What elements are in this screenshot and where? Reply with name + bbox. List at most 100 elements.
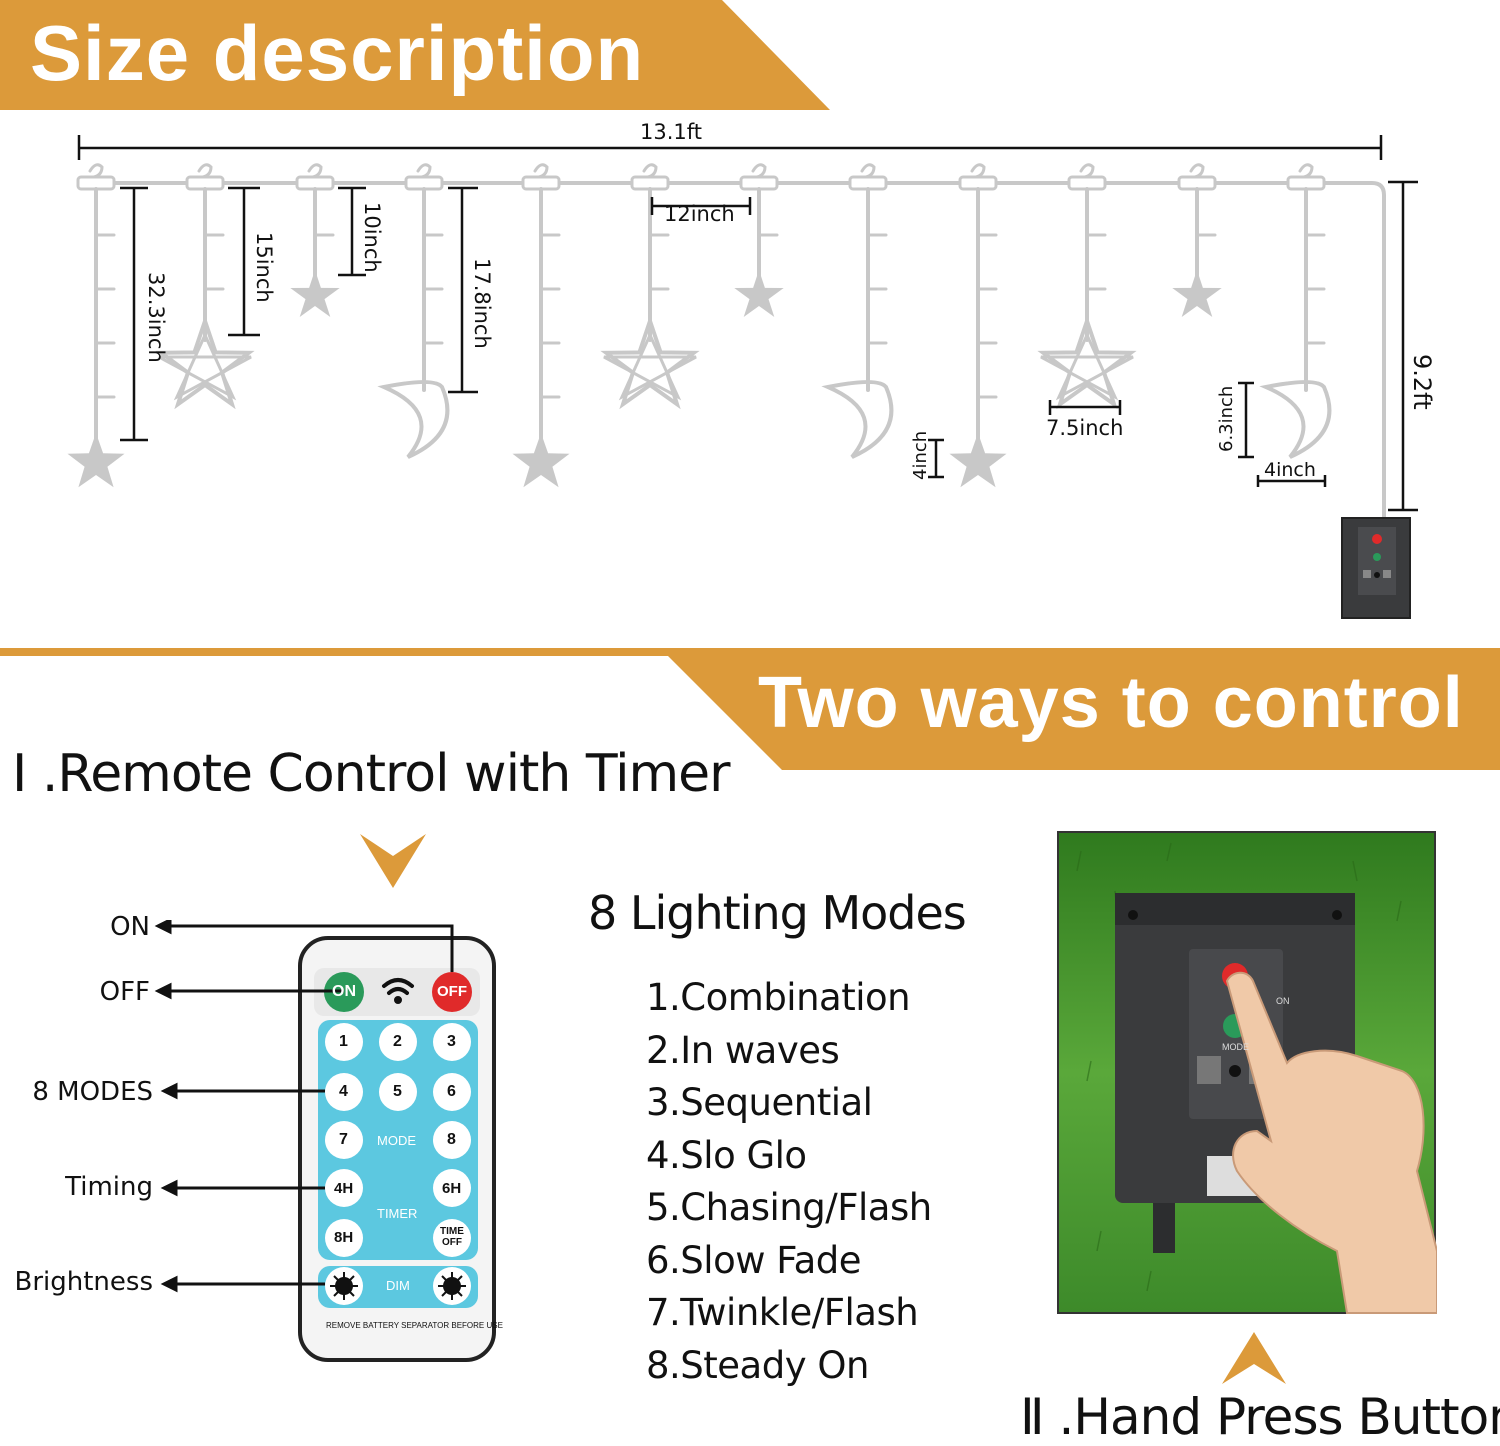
mode-item-7: 7.Twinkle/Flash — [646, 1291, 919, 1334]
curtain-light-diagram — [67, 135, 1418, 619]
hook-icon — [1189, 163, 1205, 179]
control-box — [1341, 517, 1411, 619]
small-star-dimension-line — [928, 438, 944, 479]
remote-key-5: 5 — [393, 1083, 402, 1100]
moon-icon — [377, 380, 450, 459]
star-width-dimension-line — [1048, 400, 1122, 415]
hook-icon — [860, 163, 876, 179]
up-arrow-icon — [1222, 1332, 1286, 1384]
star-outline-icon — [1040, 331, 1134, 401]
hook-icon — [307, 163, 323, 179]
mode-item-5: 5.Chasing/Flash — [646, 1186, 932, 1229]
control-title: Two ways to control — [758, 663, 1464, 743]
remote-key-3: 3 — [447, 1033, 456, 1050]
star-icon — [949, 433, 1007, 488]
remote-key-6: 6 — [447, 1083, 456, 1100]
hook-icon — [197, 163, 213, 179]
moon-string-label: 17.8inch — [470, 258, 494, 349]
size-title: Size description — [30, 9, 645, 97]
hook-icon — [88, 163, 104, 179]
remote-on-key: ON — [332, 983, 356, 1000]
wire-clips — [76, 163, 1326, 191]
star-icon — [512, 433, 570, 488]
star-outline-icon — [603, 331, 697, 401]
small-star-label: 4inch — [910, 430, 931, 480]
size-banner — [0, 0, 830, 110]
hook-icon — [642, 163, 658, 179]
moon-string-dimension-line — [448, 186, 478, 394]
star-outline-icon — [158, 331, 252, 401]
mode-item-4: 4.Slo Glo — [646, 1134, 807, 1177]
remote-timer-label: TIMER — [377, 1206, 418, 1221]
remote-mode-key: MODE — [377, 1133, 416, 1148]
remote-key-2: 2 — [393, 1033, 402, 1050]
remote-label-modes: 8 MODES — [32, 1077, 153, 1107]
moon-width-label: 4inch — [1264, 459, 1316, 481]
hook-icon — [751, 163, 767, 179]
dim-icons — [330, 1272, 466, 1300]
light-shapes — [67, 270, 1332, 488]
hook-icon — [533, 163, 549, 179]
spacing-label: 12inch — [664, 202, 735, 226]
remote-key-8: 8 — [447, 1131, 456, 1148]
mode-item-1: 1.Combination — [646, 976, 911, 1019]
star-outline-icon — [155, 314, 255, 410]
star-icon — [1172, 270, 1222, 317]
width-dimension-line — [77, 135, 1383, 160]
mode-item-2: 2.In waves — [646, 1029, 840, 1072]
star-icon — [290, 270, 340, 317]
remote-key-4: 4 — [339, 1083, 348, 1100]
modes-title: 8 Lighting Modes — [588, 886, 967, 940]
hand-press-photo — [1057, 831, 1437, 1314]
star-width-label: 7.5inch — [1046, 416, 1124, 440]
spacing-dimension-line — [650, 197, 752, 215]
short-dimension-line — [338, 186, 366, 277]
remote-dim-label: DIM — [386, 1278, 410, 1293]
hand-method-title: Ⅱ .Hand Press Button — [1020, 1388, 1500, 1446]
medium-label: 15inch — [252, 232, 276, 303]
down-arrow-icon — [360, 834, 426, 888]
star-icon — [734, 270, 784, 317]
light-strings — [94, 187, 1326, 452]
mode-item-8: 8.Steady On — [646, 1344, 869, 1387]
moon-width-dimension-line — [1256, 475, 1327, 487]
remote-control — [154, 920, 496, 1362]
remote-label-timing: Timing — [65, 1172, 153, 1202]
moon-icon — [1259, 380, 1332, 459]
hook-icon — [416, 163, 432, 179]
mode-item-3: 3.Sequential — [646, 1081, 873, 1124]
remote-6h-key: 6H — [442, 1180, 462, 1197]
remote-label-off: OFF — [99, 977, 150, 1007]
remote-off-key: OFF — [437, 983, 467, 1000]
box-on-label: ON — [1276, 996, 1290, 1006]
star-outline-icon — [1037, 314, 1137, 410]
drop-label: 9.2ft — [1408, 354, 1436, 410]
medium-dimension-line — [228, 186, 260, 337]
moon-icon — [821, 380, 894, 459]
hook-icon — [970, 163, 986, 179]
hook-icon — [1079, 163, 1095, 179]
longest-dimension-line — [120, 186, 148, 442]
moon-height-dimension-line — [1238, 381, 1254, 459]
star-icon — [67, 433, 125, 488]
wifi-icon — [382, 978, 414, 1004]
remote-method-title: Ⅰ .Remote Control with Timer — [12, 744, 731, 804]
remote-key-7: 7 — [339, 1131, 348, 1148]
longest-label: 32.3inch — [144, 272, 168, 363]
remote-label-on: ON — [110, 912, 150, 942]
remote-4h-key: 4H — [334, 1180, 354, 1197]
hook-icon — [1298, 163, 1314, 179]
moon-height-label: 6.3inch — [1216, 385, 1237, 452]
remote-time-off-key: TIME OFF — [440, 1226, 464, 1248]
short-label: 10inch — [360, 202, 384, 273]
remote-label-brightness: Brightness — [14, 1267, 154, 1297]
mode-item-6: 6.Slow Fade — [646, 1239, 862, 1282]
remote-8h-key: 8H — [334, 1229, 354, 1246]
remote-footer: REMOVE BATTERY SEPARATOR BEFORE USE — [326, 1321, 503, 1330]
star-outline-icon — [600, 314, 700, 410]
remote-key-1: 1 — [339, 1033, 348, 1050]
width-label: 13.1ft — [640, 120, 703, 144]
control-banner — [0, 648, 1500, 770]
box-mode-label: MODE — [1222, 1042, 1249, 1052]
drop-dimension-line — [1388, 180, 1418, 512]
